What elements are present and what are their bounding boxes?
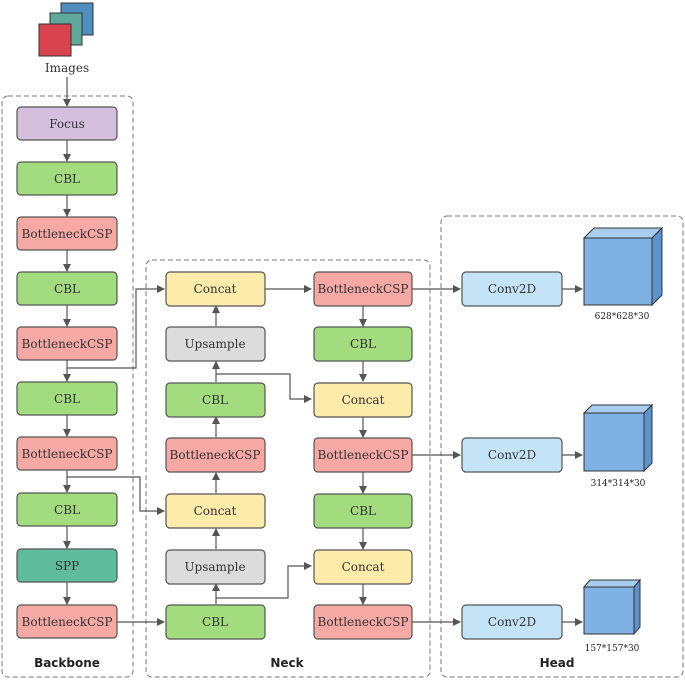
backbone-bottleneckcsp-node: BottleneckCSP bbox=[16, 436, 118, 471]
backbone-spp-node: SPP bbox=[16, 548, 118, 583]
node-label: CBL bbox=[54, 503, 80, 517]
output-cube-medium-icon bbox=[582, 403, 654, 473]
head-conv2d-node: Conv2D bbox=[461, 604, 563, 640]
output-shape-label: 628*628*30 bbox=[595, 312, 650, 322]
node-label: BottleneckCSP bbox=[318, 448, 409, 462]
backbone-cbl-node: CBL bbox=[16, 381, 118, 416]
node-label: CBL bbox=[202, 393, 228, 407]
node-label: SPP bbox=[55, 559, 79, 573]
backbone-bottleneckcsp-node: BottleneckCSP bbox=[16, 326, 118, 361]
output-shape-label: 157*157*30 bbox=[585, 644, 640, 654]
neck-bottleneckcsp-node: BottleneckCSP bbox=[313, 437, 413, 473]
node-label: Concat bbox=[194, 504, 237, 518]
backbone-cbl-node: CBL bbox=[16, 271, 118, 306]
neck-concat-node: Concat bbox=[313, 549, 413, 585]
arrow bbox=[67, 285, 165, 369]
node-label: CBL bbox=[350, 504, 376, 518]
node-label: CBL bbox=[54, 392, 80, 406]
images-stack-icon bbox=[38, 2, 94, 57]
node-label: Focus bbox=[49, 117, 85, 131]
neck-cbl-node: CBL bbox=[313, 326, 413, 362]
arrow bbox=[216, 373, 312, 403]
node-label: CBL bbox=[54, 172, 80, 186]
node-label: BottleneckCSP bbox=[22, 337, 113, 351]
backbone-cbl-node: CBL bbox=[16, 161, 118, 196]
node-label: BottleneckCSP bbox=[318, 615, 409, 629]
output-shape-label: 314*314*30 bbox=[591, 479, 646, 489]
neck-bottleneckcsp-node: BottleneckCSP bbox=[165, 437, 266, 473]
node-label: CBL bbox=[202, 615, 228, 629]
node-label: Concat bbox=[342, 393, 385, 407]
node-label: Conv2D bbox=[488, 615, 536, 629]
neck-concat-node: Concat bbox=[165, 271, 266, 307]
arrow bbox=[216, 562, 312, 599]
node-label: BottleneckCSP bbox=[22, 227, 113, 241]
neck-cbl-node: CBL bbox=[313, 493, 413, 529]
node-label: BottleneckCSP bbox=[318, 282, 409, 296]
node-label: BottleneckCSP bbox=[22, 615, 113, 629]
neck-group-label: Neck bbox=[270, 656, 304, 670]
neck-bottleneckcsp-node: BottleneckCSP bbox=[313, 271, 413, 307]
head-group bbox=[440, 215, 684, 678]
node-label: Conv2D bbox=[488, 448, 536, 462]
node-label: CBL bbox=[54, 282, 80, 296]
neck-upsample-node: Upsample bbox=[165, 326, 266, 362]
node-label: CBL bbox=[350, 337, 376, 351]
output-cube-large-icon bbox=[582, 226, 664, 307]
backbone-group-label: Backbone bbox=[34, 656, 100, 670]
images-label: Images bbox=[45, 61, 89, 75]
node-label: Upsample bbox=[184, 560, 245, 574]
neck-concat-node: Concat bbox=[165, 493, 266, 529]
backbone-cbl-node: CBL bbox=[16, 492, 118, 527]
neck-upsample-node: Upsample bbox=[165, 549, 266, 585]
connections bbox=[63, 77, 583, 626]
backbone-bottleneckcsp-node: BottleneckCSP bbox=[16, 216, 118, 251]
neck-cbl-node: CBL bbox=[165, 604, 266, 640]
node-label: Concat bbox=[194, 282, 237, 296]
backbone-focus-node: Focus bbox=[16, 106, 118, 141]
arrow bbox=[67, 476, 165, 515]
neck-group bbox=[145, 259, 431, 678]
neck-concat-node: Concat bbox=[313, 382, 413, 418]
head-group-label: Head bbox=[540, 656, 575, 670]
node-label: BottleneckCSP bbox=[22, 447, 113, 461]
output-cube-small-icon bbox=[582, 578, 642, 636]
node-label: Upsample bbox=[184, 337, 245, 351]
backbone-bottleneckcsp-node: BottleneckCSP bbox=[16, 604, 118, 639]
node-label: BottleneckCSP bbox=[170, 448, 261, 462]
head-conv2d-node: Conv2D bbox=[461, 271, 563, 307]
neck-bottleneckcsp-node: BottleneckCSP bbox=[313, 604, 413, 640]
node-label: Concat bbox=[342, 560, 385, 574]
node-label: Conv2D bbox=[488, 282, 536, 296]
neck-cbl-node: CBL bbox=[165, 382, 266, 418]
head-conv2d-node: Conv2D bbox=[461, 437, 563, 473]
